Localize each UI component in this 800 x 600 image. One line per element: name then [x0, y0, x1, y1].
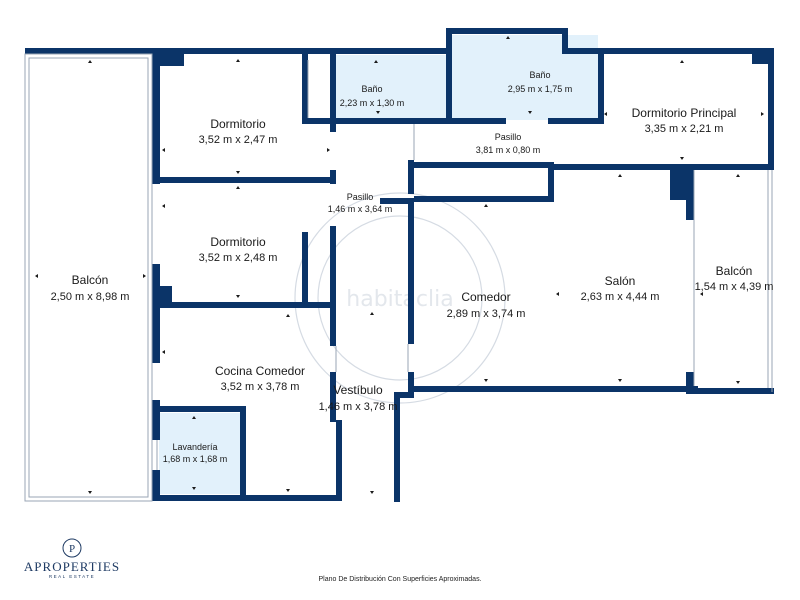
room-label-balcon-right: Balcón 1,54 m x 4,39 m	[695, 264, 774, 293]
room-label-comedor: Comedor 2,89 m x 3,74 m	[447, 290, 526, 320]
room-label-pasillo-top: Pasillo 3,81 m x 0,80 m	[476, 132, 541, 155]
room-dims: 1,68 m x 1,68 m	[163, 454, 228, 464]
walls	[25, 28, 774, 502]
room-dims: 3,35 m x 2,21 m	[645, 123, 724, 135]
room-dims: 2,63 m x 4,44 m	[581, 291, 660, 303]
brand-logo: P APROPERTIES REAL ESTATE	[24, 538, 120, 579]
room-dims: 1,54 m x 4,39 m	[695, 281, 774, 293]
room-name: Salón	[605, 274, 636, 288]
room-dims: 3,52 m x 2,48 m	[199, 252, 278, 264]
room-label-dormitorio-2: Dormitorio 3,52 m x 2,48 m	[199, 235, 278, 264]
dimension-markers	[35, 36, 764, 494]
room-name: Balcón	[72, 273, 109, 287]
room-dims: 2,23 m x 1,30 m	[340, 98, 405, 108]
room-name: Pasillo	[495, 132, 522, 142]
room-label-dormitorio-1: Dormitorio 3,52 m x 2,47 m	[199, 117, 278, 146]
room-label-cocina: Cocina Comedor 3,52 m x 3,78 m	[215, 364, 305, 393]
thin-lines	[24, 53, 773, 502]
room-dims: 2,95 m x 1,75 m	[508, 84, 573, 94]
room-name: Cocina Comedor	[215, 364, 305, 378]
room-label-pasillo-mid: Pasillo 1,46 m x 3,64 m	[328, 192, 393, 214]
room-label-vestibulo: Vestíbulo 1,46 m x 3,78 m	[319, 383, 398, 413]
room-name: Baño	[529, 70, 550, 80]
room-name: Comedor	[461, 290, 510, 304]
logo-main-text: APROPERTIES	[24, 559, 120, 574]
room-name: Baño	[361, 84, 382, 94]
room-dims: 1,46 m x 3,78 m	[319, 401, 398, 413]
room-dims: 3,52 m x 3,78 m	[221, 381, 300, 393]
room-label-salon: Salón 2,63 m x 4,44 m	[581, 274, 660, 303]
room-label-lavanderia: Lavandería 1,68 m x 1,68 m	[163, 442, 228, 464]
lavanderia-fill	[159, 413, 242, 494]
room-label-dormitorio-principal: Dormitorio Principal 3,35 m x 2,21 m	[632, 106, 737, 135]
room-name: Dormitorio	[210, 117, 266, 131]
logo-emblem-icon	[62, 538, 82, 558]
room-dims: 3,81 m x 0,80 m	[476, 145, 541, 155]
room-name: Pasillo	[347, 192, 374, 202]
room-dims: 2,50 m x 8,98 m	[51, 291, 130, 303]
room-name: Vestíbulo	[333, 383, 383, 397]
logo-emblem-letter: P	[69, 543, 75, 555]
room-name: Dormitorio Principal	[632, 106, 737, 120]
bano-2-fill	[452, 35, 598, 120]
watermark: habitaclia	[294, 192, 506, 404]
room-label-bano-2: Baño 2,95 m x 1,75 m	[508, 70, 573, 94]
footer-note: Plano De Distribución Con Superficies Ap…	[318, 576, 481, 583]
room-name: Lavandería	[172, 442, 217, 452]
bano-1-fill	[336, 55, 446, 120]
room-name: Balcón	[716, 264, 753, 278]
room-dims: 1,46 m x 3,64 m	[328, 204, 393, 214]
logo-sub-text: REAL ESTATE	[49, 574, 95, 579]
room-dims: 2,89 m x 3,74 m	[447, 308, 526, 320]
room-label-bano-1: Baño 2,23 m x 1,30 m	[340, 84, 405, 108]
watermark-text: habitaclia	[346, 287, 453, 312]
room-label-balcon-left: Balcón 2,50 m x 8,98 m	[51, 273, 130, 303]
room-dims: 3,52 m x 2,47 m	[199, 134, 278, 146]
room-name: Dormitorio	[210, 235, 266, 249]
